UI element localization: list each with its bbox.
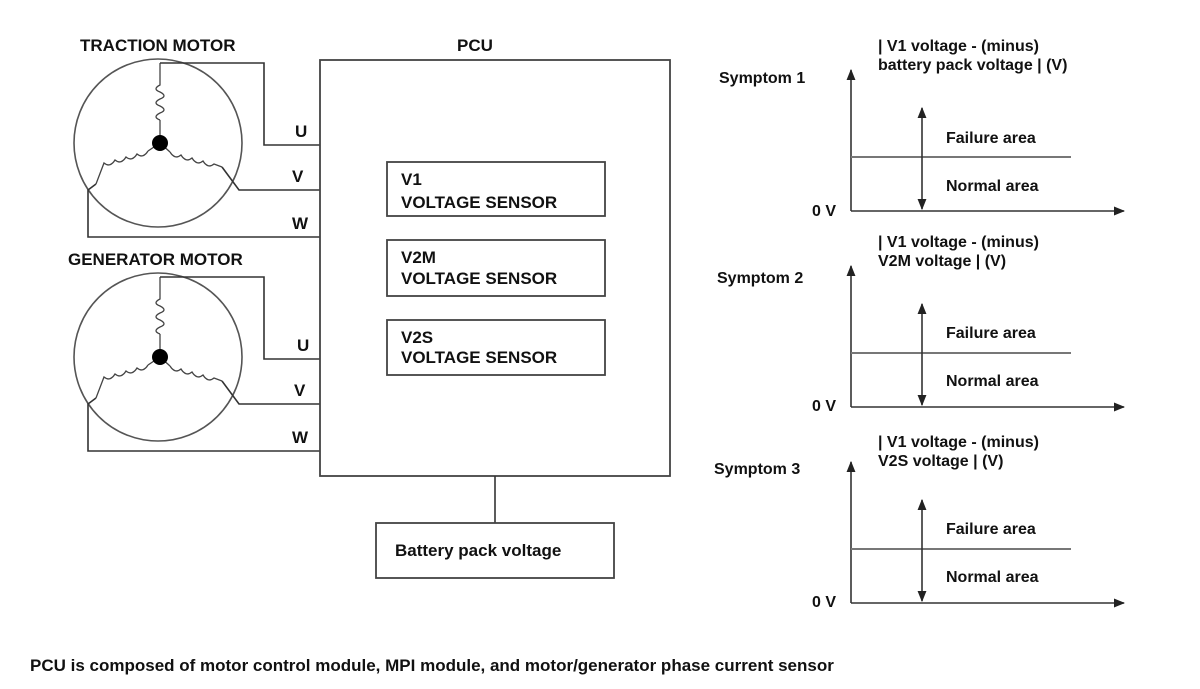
- v2s-voltage-sensor-box: [386, 319, 606, 376]
- v2m-sensor-type: VOLTAGE SENSOR: [401, 269, 557, 288]
- symptom-2-ylabel-line1: | V1 voltage - (minus): [878, 234, 1039, 251]
- battery-pack-box: [375, 522, 615, 579]
- traction-phase-u-label: U: [295, 122, 307, 141]
- traction-phase-w-label: W: [292, 214, 309, 233]
- v2m-voltage-sensor-box: [386, 239, 606, 297]
- traction-wire-w: [87, 183, 320, 238]
- generator-phase-u-label: U: [297, 336, 309, 355]
- generator-wire-v: [221, 380, 320, 405]
- v2s-sensor-type: VOLTAGE SENSOR: [401, 348, 557, 367]
- symptom-2-failure-area-label: Failure area: [946, 325, 1036, 342]
- generator-motor: GENERATOR MOTOR U V W: [68, 250, 320, 452]
- traction-phase-v-label: V: [292, 167, 304, 186]
- symptom-1-ylabel-line1: | V1 voltage - (minus): [878, 38, 1039, 55]
- symptom-2-zero-label: 0 V: [812, 398, 836, 415]
- symptom-1-failure-area-label: Failure area: [946, 130, 1036, 147]
- symptom-1-zero-label: 0 V: [812, 203, 836, 220]
- v1-sensor-name: V1: [401, 170, 422, 189]
- pcu-block: PCU V1 VOLTAGE SENSOR V2M VOLTAGE SENSOR…: [319, 36, 671, 579]
- symptom-3-zero-label: 0 V: [812, 594, 836, 611]
- symptom-graph-1: Symptom 1 | V1 voltage - (minus) battery…: [719, 38, 1126, 220]
- symptom-graph-2: Symptom 2 | V1 voltage - (minus) V2M vol…: [717, 234, 1126, 415]
- generator-star-point: [152, 349, 168, 365]
- symptom-3-ylabel-line1: | V1 voltage - (minus): [878, 434, 1039, 451]
- symptom-3-ylabel-line2: V2S voltage | (V): [878, 453, 1003, 470]
- symptom-graph-3: Symptom 3 | V1 voltage - (minus) V2S vol…: [714, 434, 1126, 611]
- symptom-3-normal-area-label: Normal area: [946, 569, 1039, 586]
- v2s-sensor-name: V2S: [401, 328, 433, 347]
- symptom-1-ylabel-line2: battery pack voltage | (V): [878, 57, 1067, 74]
- symptom-2-normal-area-label: Normal area: [946, 373, 1039, 390]
- generator-wire-w: [87, 397, 320, 452]
- generator-motor-label: GENERATOR MOTOR: [68, 250, 243, 269]
- v1-sensor-type: VOLTAGE SENSOR: [401, 193, 557, 212]
- symptom-1-normal-area-label: Normal area: [946, 178, 1039, 195]
- symptom-3-title: Symptom 3: [714, 461, 800, 478]
- symptom-1-title: Symptom 1: [719, 70, 805, 87]
- traction-wire-v: [221, 166, 320, 191]
- traction-wire-u: [160, 62, 320, 146]
- traction-motor: TRACTION MOTOR U V W: [73, 36, 320, 238]
- traction-motor-windings: [95, 63, 223, 185]
- v1-voltage-sensor-box: [386, 161, 606, 217]
- generator-wire-u: [160, 276, 320, 360]
- symptom-2-ylabel-line2: V2M voltage | (V): [878, 253, 1006, 270]
- traction-motor-label: TRACTION MOTOR: [80, 36, 236, 55]
- generator-phase-v-label: V: [294, 381, 306, 400]
- generator-phase-w-label: W: [292, 428, 309, 447]
- symptom-2-title: Symptom 2: [717, 270, 803, 287]
- symptom-3-failure-area-label: Failure area: [946, 521, 1036, 538]
- pcu-composition-footnote: PCU is composed of motor control module,…: [30, 656, 834, 675]
- v2m-sensor-name: V2M: [401, 248, 436, 267]
- battery-pack-label: Battery pack voltage: [395, 541, 561, 560]
- generator-motor-windings: [95, 277, 223, 399]
- traction-star-point: [152, 135, 168, 151]
- pcu-label: PCU: [457, 36, 493, 55]
